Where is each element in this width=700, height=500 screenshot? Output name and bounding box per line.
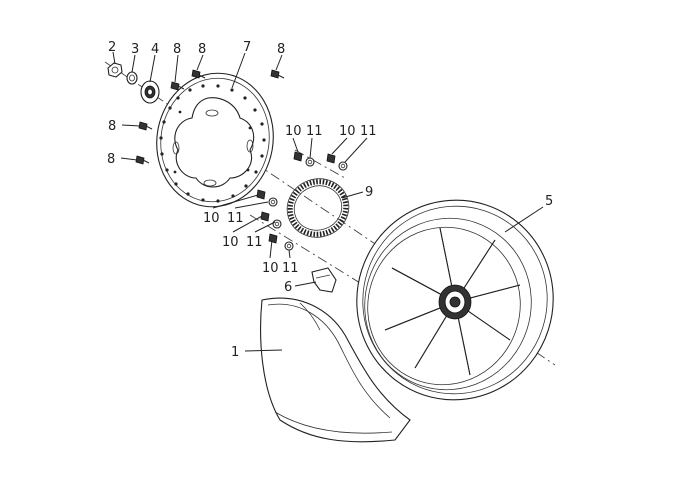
callout-10-c: 10 — [203, 211, 220, 226]
callout-labels: 2 3 4 8 8 7 8 8 8 10 11 10 11 9 10 11 10… — [107, 40, 553, 360]
callout-11-c: 11 — [227, 211, 244, 226]
callout-8-b: 8 — [198, 42, 206, 57]
callout-7: 7 — [243, 40, 251, 55]
callout-10-e: 10 — [262, 261, 279, 276]
callout-6: 6 — [284, 280, 292, 295]
callout-4: 4 — [151, 42, 159, 57]
part-7-brake-disc — [156, 72, 274, 208]
part-5-wheel — [356, 199, 554, 401]
part-9-tone-ring — [286, 178, 350, 238]
part-1-tire — [260, 297, 411, 443]
callout-5: 5 — [545, 194, 553, 209]
callout-10-b: 10 — [339, 124, 356, 139]
callout-8-a: 8 — [173, 42, 181, 57]
part-6-bracket — [311, 267, 337, 293]
callout-2: 2 — [108, 40, 116, 55]
callout-9: 9 — [365, 185, 373, 200]
callout-11-d: 11 — [246, 235, 263, 250]
callout-10-d: 10 — [222, 235, 239, 250]
brake-disc-holes — [159, 84, 266, 203]
callout-11-b: 11 — [360, 124, 377, 139]
callout-3: 3 — [131, 42, 139, 57]
callout-11-a: 11 — [306, 124, 323, 139]
leader-lines — [112, 51, 544, 352]
hardware-parts-2-3-4 — [107, 62, 160, 104]
callout-8-c: 8 — [277, 42, 285, 57]
callout-8-e: 8 — [107, 152, 115, 167]
callout-8-d: 8 — [108, 119, 116, 134]
bolts-10-washers-11 — [256, 151, 348, 251]
callout-1: 1 — [231, 345, 239, 360]
callout-10-a: 10 — [285, 124, 302, 139]
callout-11-e: 11 — [282, 261, 299, 276]
